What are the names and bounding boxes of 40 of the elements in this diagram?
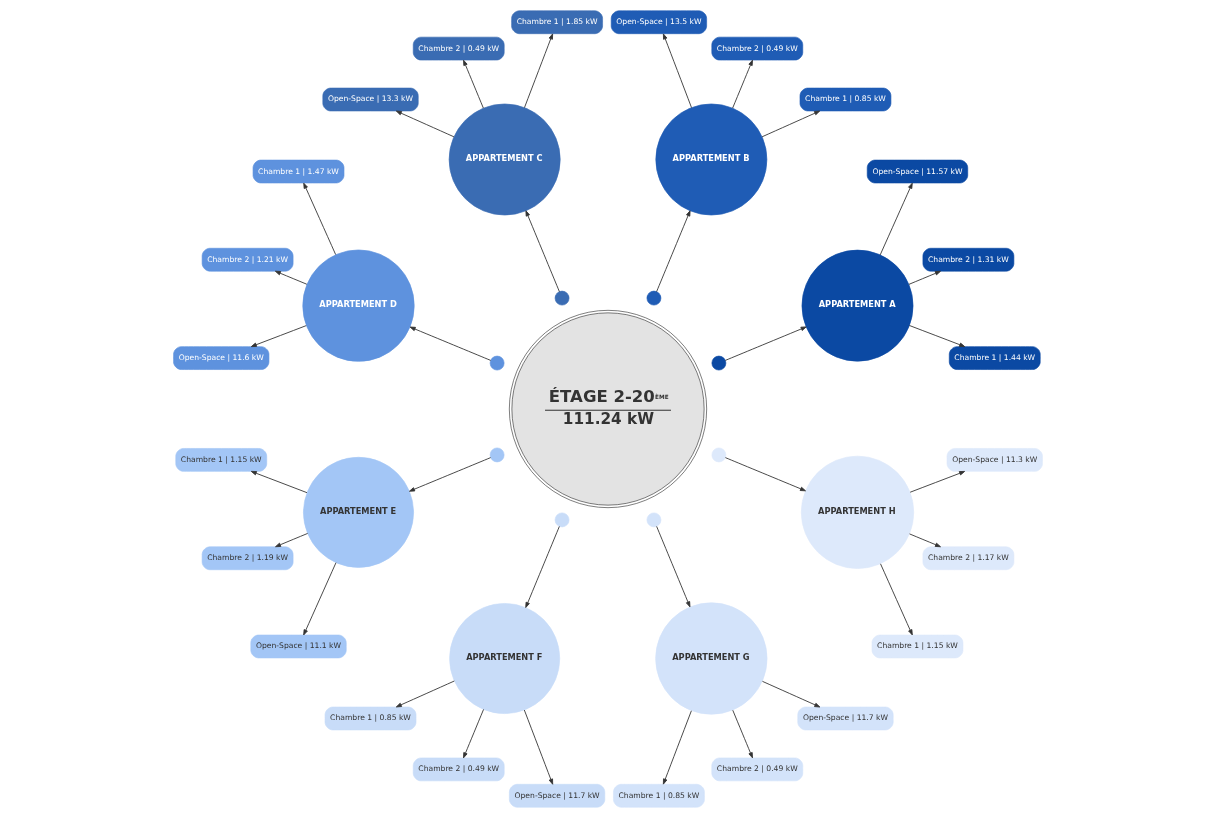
arrow — [908, 270, 941, 285]
node-circle — [711, 447, 727, 463]
node-circle — [489, 447, 505, 463]
arrow — [732, 59, 753, 109]
arrow — [662, 710, 692, 785]
arrow — [463, 708, 484, 759]
arrow — [525, 525, 560, 608]
arrow — [656, 525, 691, 608]
arrow — [250, 470, 308, 494]
arrow — [880, 563, 913, 636]
arrow — [303, 562, 337, 636]
arrow — [662, 33, 692, 109]
arrow — [525, 210, 560, 293]
arrow — [409, 326, 492, 361]
node-circle — [554, 512, 570, 528]
arrow — [274, 270, 308, 285]
arrow — [732, 709, 753, 759]
arrow — [395, 110, 455, 138]
arrow — [524, 33, 554, 109]
arrow — [761, 110, 821, 138]
arrow — [762, 680, 821, 708]
node-circle — [711, 355, 727, 371]
arrow — [724, 326, 807, 361]
node-circle — [646, 290, 662, 306]
node-circle — [646, 512, 662, 528]
arrow — [275, 533, 309, 548]
arrow — [523, 709, 554, 785]
arrow — [409, 457, 492, 492]
arrow — [303, 182, 337, 255]
arrow — [656, 210, 691, 293]
arrow — [908, 325, 966, 348]
arrow — [879, 182, 913, 256]
arrow — [250, 325, 307, 348]
arrow — [909, 470, 966, 493]
node-circle — [489, 355, 505, 371]
arrow — [463, 59, 484, 109]
arrow — [395, 680, 455, 708]
node-circle — [554, 290, 570, 306]
arrow — [724, 457, 806, 492]
arrow — [909, 533, 941, 548]
